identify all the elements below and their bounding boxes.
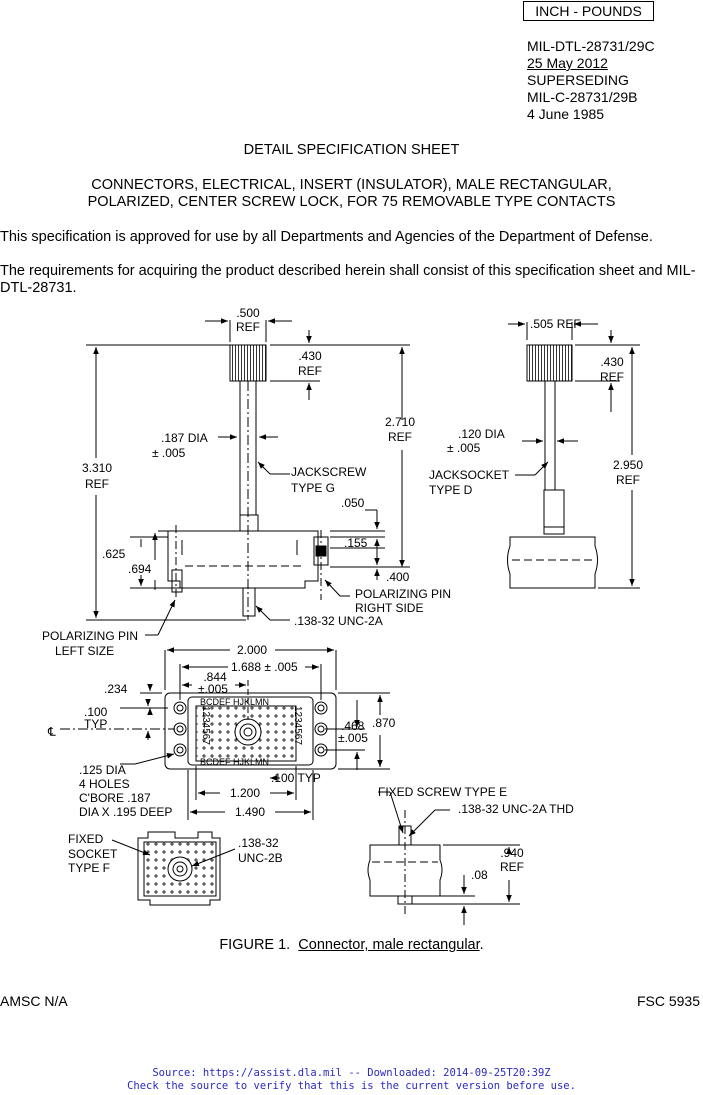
label-870: .870 <box>372 716 396 730</box>
label-jacksocket: JACKSOCKET <box>429 468 510 482</box>
label-430-ref: REF <box>298 364 322 378</box>
label-08: .08 <box>471 868 488 882</box>
sheet-title: DETAIL SPECIFICATION SHEET <box>243 142 460 158</box>
label-844: .844 <box>203 670 227 684</box>
source-line-2: Check the source to verify that this is … <box>127 1080 576 1092</box>
label-844-tol: ±.005 <box>198 682 228 696</box>
label-100: .100 <box>84 705 108 719</box>
superseding-label: SUPERSEDING <box>527 72 629 88</box>
label-cbore: C'BORE .187 <box>79 791 151 805</box>
caption-title: Connector, male rectangular <box>298 937 480 953</box>
figure-labels: .500 REF .430 REF 2.710 REF 3.310 REF .1… <box>42 306 643 882</box>
label-type-d: TYPE D <box>429 483 473 497</box>
document-identifier: MIL-DTL-28731/29C 25 May 2012 SUPERSEDIN… <box>527 38 655 123</box>
label-2710: 2.710 <box>385 415 415 429</box>
connector-face-view <box>60 647 390 820</box>
label-fixed: FIXED <box>68 832 104 846</box>
insert-letters-top: BCDEF HJKLMN <box>200 697 269 707</box>
source-line-1: Source: https://assist.dla.mil -- Downlo… <box>152 1067 551 1079</box>
connector-figure: .500 REF .430 REF 2.710 REF 3.310 REF .1… <box>42 306 643 925</box>
label-right-side: RIGHT SIDE <box>355 601 423 615</box>
superseded-date: 4 June 1985 <box>527 106 605 122</box>
label-050: .050 <box>341 496 365 510</box>
insert-letters-bottom: BCDEF HJKLMN <box>200 757 269 767</box>
label-3310: 3.310 <box>82 461 112 475</box>
label-type-g: TYPE G <box>291 481 335 495</box>
label-3310-ref: REF <box>85 477 109 491</box>
label-100-typ: TYP <box>84 717 107 731</box>
label-polarizing-pin-right: POLARIZING PIN <box>355 587 451 601</box>
label-500: .500 <box>236 306 260 320</box>
label-thread-2a: .138-32 UNC-2A <box>294 614 383 628</box>
jackscrew-type-g-drawing <box>86 318 410 636</box>
subtitle-line-1: CONNECTORS, ELECTRICAL, INSERT (INSULATO… <box>91 177 612 193</box>
label-1490: 1.490 <box>235 805 265 819</box>
label-2000: 2.000 <box>237 643 267 657</box>
label-thread-2a-thd: .138-32 UNC-2A THD <box>458 802 574 816</box>
source-notice: Source: https://assist.dla.mil -- Downlo… <box>0 1067 703 1093</box>
label-100typ: .100 TYP <box>271 771 321 785</box>
caption-prefix: FIGURE 1. <box>219 937 291 953</box>
label-thread-2b: .138-32 <box>238 836 279 850</box>
label-125dia: .125 DIA <box>79 763 126 777</box>
figure-caption: FIGURE 1. Connector, male rectangular. <box>219 937 484 953</box>
subtitle-line-2: POLARIZED, CENTER SCREW LOCK, FOR 75 REM… <box>87 194 616 210</box>
insert-numbers-right: 1234567 <box>292 706 303 745</box>
approval-paragraph: This specification is approved for use b… <box>0 229 653 245</box>
label-unc-2b: UNC-2B <box>238 851 283 865</box>
label-694: .694 <box>128 562 152 576</box>
units-box: INCH - POUNDS <box>523 1 654 21</box>
label-1200: 1.200 <box>230 786 260 800</box>
label-2710-ref: REF <box>388 430 412 444</box>
label-234: .234 <box>104 682 128 696</box>
label-left-size: LEFT SIZE <box>55 644 114 658</box>
label-2950: 2.950 <box>613 458 643 472</box>
superseded-doc: MIL-C-28731/29B <box>527 89 638 105</box>
label-468-tol: ±.005 <box>338 731 368 745</box>
doc-number: MIL-DTL-28731/29C <box>527 38 655 54</box>
label-940-ref: REF <box>500 860 524 874</box>
label-940: .940 <box>500 846 524 860</box>
label-187dia: .187 DIA <box>161 431 208 445</box>
label-type-f: TYPE F <box>68 861 110 875</box>
sheet-subtitle: CONNECTORS, ELECTRICAL, INSERT (INSULATO… <box>0 177 703 211</box>
label-430: .430 <box>298 349 322 363</box>
label-socket: SOCKET <box>68 847 118 861</box>
label-1688: 1.688 ± .005 <box>231 660 298 674</box>
doc-date: 25 May 2012 <box>527 55 608 71</box>
label-120-tol: ± .005 <box>447 441 481 455</box>
requirements-paragraph: The requirements for acquiring the produ… <box>0 263 696 296</box>
jacksocket-type-d-drawing <box>507 321 640 589</box>
label-430b-ref: REF <box>600 370 624 384</box>
label-fixed-screw: FIXED SCREW TYPE E <box>378 785 507 799</box>
label-155: .155 <box>344 536 368 550</box>
label-505ref: .505 REF <box>530 317 581 331</box>
label-polarizing-pin-left: POLARIZING PIN <box>42 629 138 643</box>
label-jackscrew: JACKSCREW <box>291 465 367 479</box>
label-430b: .430 <box>600 355 624 369</box>
label-centerline: ℄ <box>47 725 56 739</box>
label-500-ref: REF <box>236 320 260 334</box>
footer-amsc: AMSC N/A <box>0 993 68 1009</box>
label-dia-deep: DIA X .195 DEEP <box>79 805 172 819</box>
insert-numbers-left: 1234567 <box>200 706 211 745</box>
footer-fsc: FSC 5935 <box>636 993 700 1009</box>
label-468: .468 <box>341 719 365 733</box>
label-4-holes: 4 HOLES <box>79 777 130 791</box>
label-120dia: .120 DIA <box>458 427 505 441</box>
fixed-screw-type-e-drawing <box>367 791 520 925</box>
fixed-socket-type-f-drawing <box>111 831 236 906</box>
label-187-tol: ± .005 <box>152 446 186 460</box>
label-2950-ref: REF <box>616 473 640 487</box>
label-400: .400 <box>386 570 410 584</box>
label-625: .625 <box>102 547 126 561</box>
